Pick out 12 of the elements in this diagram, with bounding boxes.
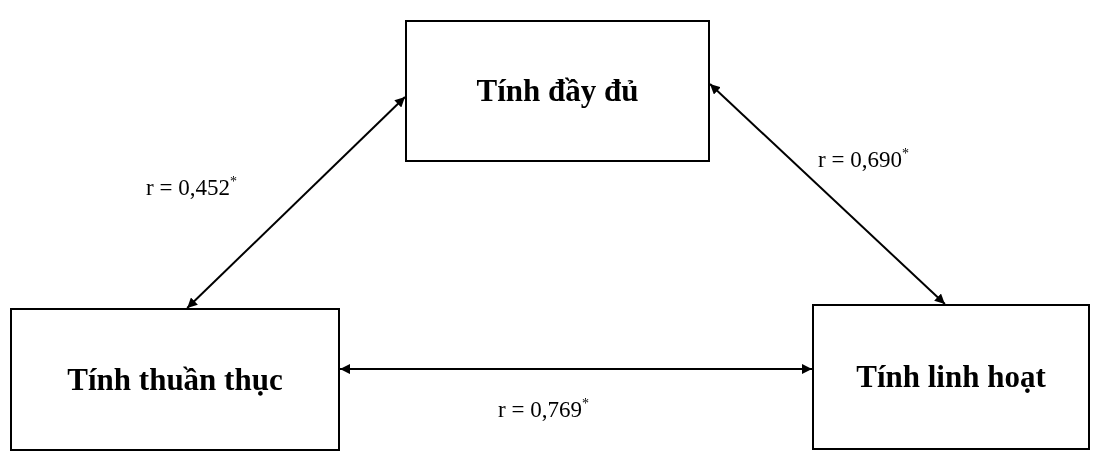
edge-label: r = 0,690$^{*}$ bbox=[818, 146, 909, 173]
double-headed-arrow bbox=[339, 363, 813, 375]
double-headed-arrow bbox=[709, 83, 946, 305]
edge-label: r = 0,452$^{*}$ bbox=[146, 174, 237, 201]
concept-label: Tính linh hoạt bbox=[856, 359, 1046, 395]
edge-label: r = 0,769$^{*}$ bbox=[498, 396, 589, 423]
concept-label: Tính thuần thục bbox=[67, 361, 283, 398]
concept-label: Tính đầy đủ bbox=[476, 73, 639, 109]
concept-box bbox=[812, 304, 1090, 450]
concept-box bbox=[405, 20, 710, 162]
double-headed-arrow bbox=[186, 95, 406, 309]
concept-box bbox=[10, 308, 340, 451]
